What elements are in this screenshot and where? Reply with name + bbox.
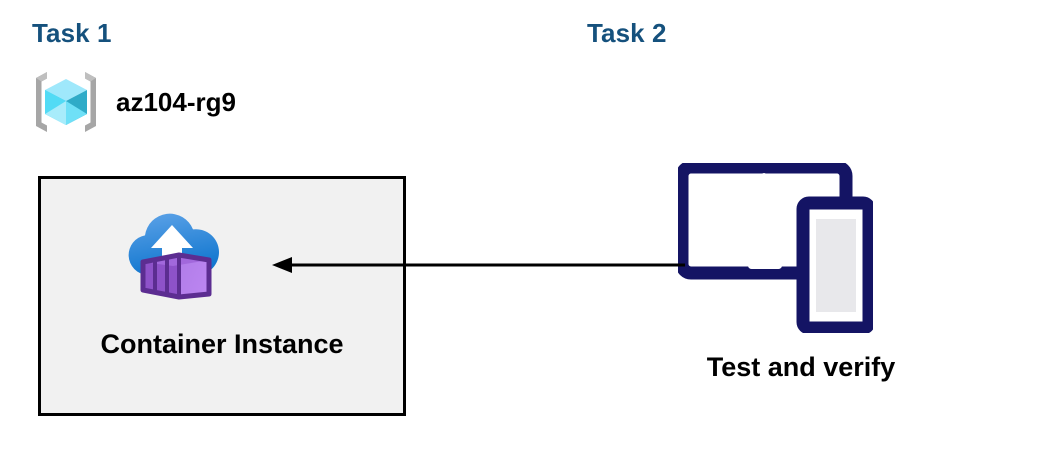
- task-1-title: Task 1: [32, 18, 112, 48]
- task-2-panel: [0, 458, 490, 465]
- resource-group-label: az104-rg9: [116, 86, 236, 117]
- tablet-and-phone-icon: [678, 163, 873, 333]
- task-2-title: Task 2: [587, 18, 667, 48]
- container-instance-icon: [128, 213, 219, 300]
- container-instance-card: Container Instance: [38, 176, 406, 416]
- test-and-verify-label: Test and verify: [706, 352, 896, 382]
- resource-group-icon: [36, 72, 96, 132]
- container-instance-label: Container Instance: [100, 329, 344, 359]
- left-arrow-icon: [272, 257, 685, 273]
- resource-group-row: az104-rg9: [30, 66, 236, 138]
